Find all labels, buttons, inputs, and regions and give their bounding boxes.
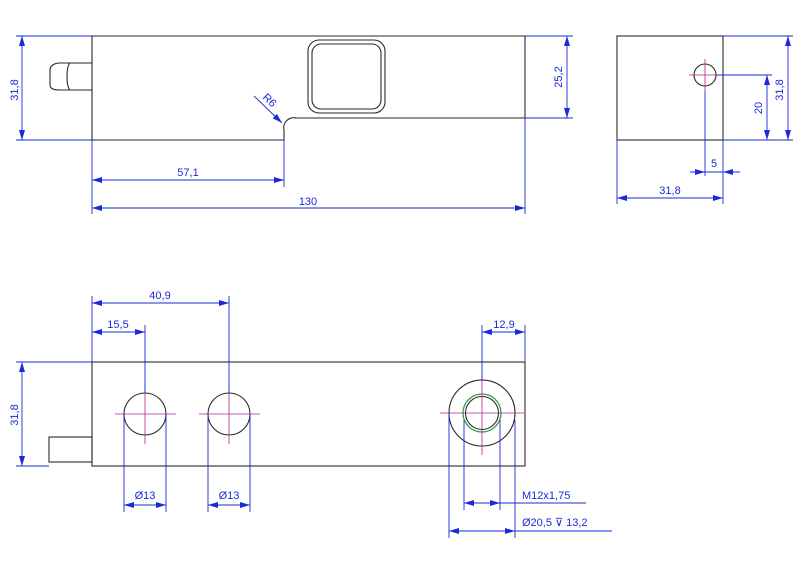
hole-1-diameter-label: Ø13 [135, 490, 156, 502]
fillet-radius-leader [253, 95, 283, 124]
side-view-cable-stub-detail [66, 62, 71, 91]
end-hole-offset-arrow-left [695, 169, 705, 175]
hole-span-label: 40,9 [149, 290, 170, 302]
end-hole-offset-label: 5 [711, 158, 717, 170]
side-view-pocket-inner [311, 43, 382, 110]
counterbore-arrow-left [449, 528, 459, 534]
thread-size-arrow-right [490, 500, 500, 506]
thread-size-label: M12x1,75 [522, 490, 570, 502]
end-hole-height-label: 20 [753, 102, 765, 114]
side-view-cable-stub [49, 62, 92, 91]
thread-offset-label: 12,9 [493, 319, 514, 331]
end-width-label: 31,8 [659, 185, 680, 197]
slot-length-label: 57,1 [177, 167, 198, 179]
fillet-radius-label: R6 [260, 92, 278, 110]
top-view-body-outline [91, 361, 526, 467]
hole-2-diameter-label: Ø13 [219, 490, 240, 502]
pocket-height-label: 25,2 [553, 66, 565, 87]
side-view-body-outline [91, 35, 526, 141]
side-height-label: 31,8 [9, 79, 21, 100]
side-view: 31,8 25,2 R6 57,1 130 [9, 35, 573, 214]
overall-length-label: 130 [299, 196, 317, 208]
end-hole-offset-arrow-right [723, 169, 733, 175]
first-hole-offset-label: 15,5 [107, 319, 128, 331]
top-view: 31,8 40,9 15,5 12,9 Ø13 Ø13 M12x1,75 [9, 290, 612, 538]
end-height-label: 31,8 [774, 79, 786, 100]
top-width-label: 31,8 [9, 404, 21, 425]
thread-size-arrow-left [464, 500, 474, 506]
counterbore-label: Ø20,5 ⊽ 13,2 [522, 517, 588, 529]
top-view-cable-stub [48, 436, 93, 463]
end-view-body-outline [616, 35, 724, 141]
end-view: 31,8 20 5 31,8 [616, 35, 793, 204]
side-view-pocket-outer [307, 39, 386, 114]
counterbore-arrow-right [505, 528, 515, 534]
